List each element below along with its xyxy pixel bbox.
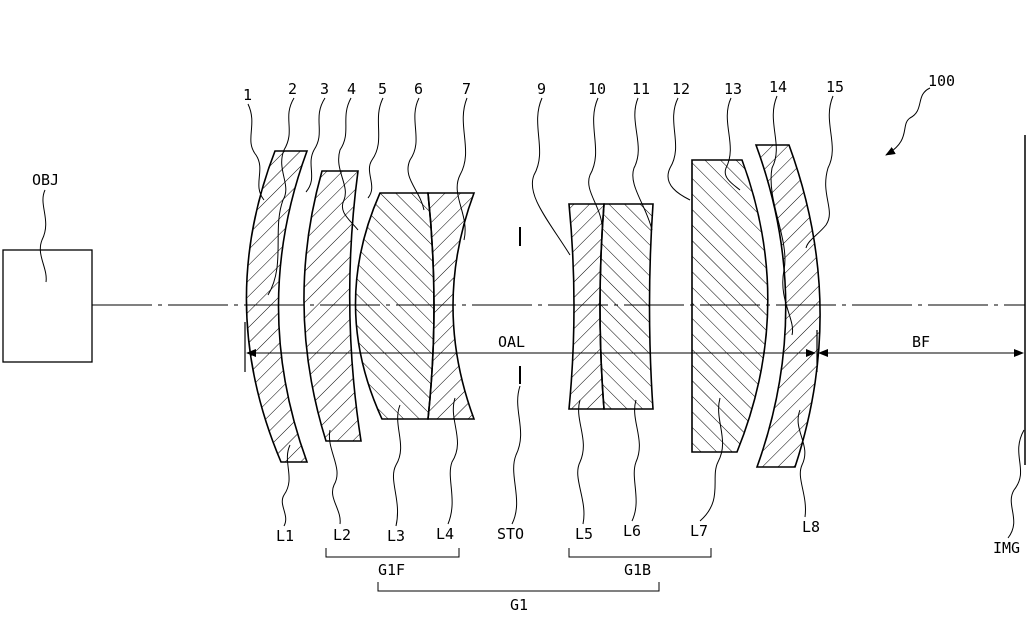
image-leader <box>1008 430 1024 538</box>
group-label-g1: G1 <box>510 596 528 614</box>
leader-sto <box>512 386 521 524</box>
group-label-g1b: G1B <box>624 561 651 579</box>
lens-label: L3 <box>387 527 405 545</box>
leader-surface-12 <box>668 98 690 200</box>
image-label: IMG <box>993 539 1020 557</box>
surface-label: 3 <box>320 80 329 98</box>
oal-label: OAL <box>498 333 525 351</box>
surface-label: 2 <box>288 80 297 98</box>
lens-l3 <box>355 193 434 419</box>
bracket-g1b <box>569 548 711 557</box>
leader-l5 <box>578 400 584 524</box>
lens-l2 <box>304 171 361 441</box>
reference-leader[interactable] <box>886 88 930 155</box>
leader-surface-1 <box>248 104 264 200</box>
surface-label: 10 <box>588 80 606 98</box>
lens-label: L7 <box>690 522 708 540</box>
lens-label: L2 <box>333 526 351 544</box>
stop-label: STO <box>497 525 524 543</box>
surface-label: 14 <box>769 78 787 96</box>
lens-l7 <box>692 160 768 452</box>
leader-l2 <box>329 430 340 524</box>
lens-label: L6 <box>623 522 641 540</box>
object-leader <box>40 190 46 282</box>
lens-label: L4 <box>436 525 454 543</box>
surface-label: 15 <box>826 78 844 96</box>
lens-l5 <box>569 204 604 409</box>
bracket-g1f <box>326 548 459 557</box>
leader-l6 <box>632 400 639 521</box>
lens-l4 <box>428 193 474 419</box>
surface-labels: 1 2 3 4 5 6 7 9 10 11 12 13 14 15 <box>243 78 844 104</box>
surface-label: 11 <box>632 80 650 98</box>
leader-surface-9 <box>532 98 570 255</box>
surface-label: 4 <box>347 80 356 98</box>
surface-label: 5 <box>378 80 387 98</box>
reference-number: 100 <box>928 72 955 90</box>
lens-labels: L1 L2 L3 L4 L5 L6 L7 L8 <box>276 518 820 545</box>
surface-label: 13 <box>724 80 742 98</box>
leader-l3 <box>393 405 400 526</box>
object-label: OBJ <box>32 171 59 189</box>
surface-label: 6 <box>414 80 423 98</box>
bracket-g1 <box>378 582 659 591</box>
lens-label: L1 <box>276 527 294 545</box>
lens-label: L5 <box>575 525 593 543</box>
surface-label: 1 <box>243 86 252 104</box>
bf-label: BF <box>912 333 930 351</box>
surface-label: 9 <box>537 80 546 98</box>
object-box <box>3 250 92 362</box>
surface-label: 12 <box>672 80 690 98</box>
lens-l6 <box>600 204 653 409</box>
group-label-g1f: G1F <box>378 561 405 579</box>
lens-label: L8 <box>802 518 820 536</box>
surface-label: 7 <box>462 80 471 98</box>
leader-surface-5 <box>368 98 383 198</box>
lens-l1 <box>246 151 307 462</box>
